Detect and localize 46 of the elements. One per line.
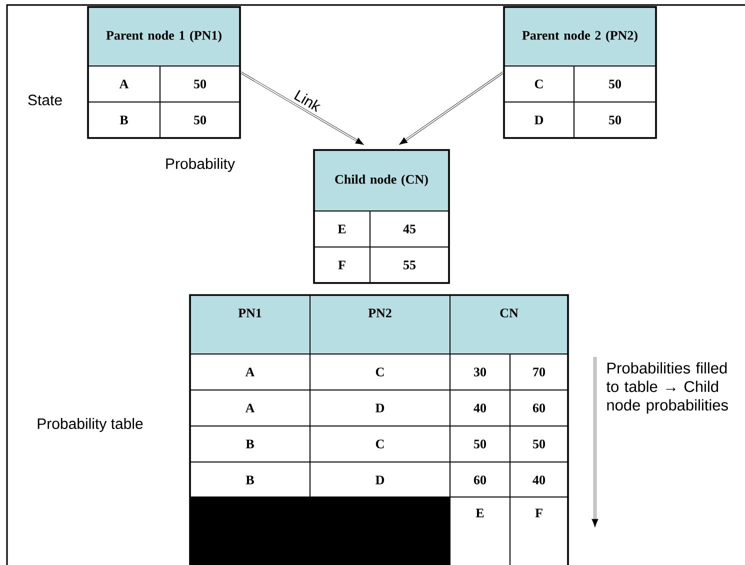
probability-value: 40 (532, 476, 545, 484)
caption-text: Probability table (38, 418, 143, 432)
node-heading: Parent node 1 (PN1) (106, 30, 222, 42)
state-letter: A (119, 80, 129, 88)
state-letter: A (245, 404, 255, 412)
probability-value: 50 (609, 116, 621, 124)
state-letter: F (338, 260, 346, 270)
probability-value: 50 (194, 116, 206, 124)
state-letter: E (338, 224, 346, 234)
state-letter: E (476, 508, 484, 518)
node-heading: Parent node 2 (PN2) (522, 30, 638, 42)
caption-text: Probability (166, 158, 235, 172)
probability-value: 45 (403, 224, 416, 234)
probability-value: 55 (404, 260, 416, 270)
state-letter: B (246, 440, 254, 448)
arrow (240, 72, 364, 145)
state-letter: D (376, 476, 384, 484)
column-heading: PN2 (368, 308, 392, 318)
node-heading: Child node (CN) (335, 174, 428, 186)
node-table (503, 6, 657, 139)
probability-value: 60 (474, 476, 486, 484)
note-text: Probabilities filled to table → Child node probabilities (606, 362, 728, 414)
state-letter: A (245, 368, 255, 376)
column-heading: CN (500, 308, 518, 318)
probability-value: 50 (194, 80, 206, 88)
state-letter: B (120, 116, 128, 124)
state-letter: B (246, 476, 254, 484)
column-heading: PN1 (238, 308, 262, 318)
state-letter: F (535, 508, 542, 518)
probability-value: 50 (474, 440, 486, 448)
probability-value: 40 (474, 404, 486, 412)
arrow (398, 72, 504, 145)
node-table (313, 149, 450, 284)
edge-label: Link (292, 87, 324, 114)
state-letter: C (376, 368, 384, 376)
node-table (87, 6, 241, 139)
probability-value: 30 (474, 368, 486, 376)
probability-value: 70 (533, 368, 545, 376)
state-letter: C (534, 80, 543, 88)
probability-value: 60 (532, 404, 545, 412)
probability-value: 50 (609, 80, 621, 88)
state-letter: D (534, 116, 544, 124)
state-letter: C (376, 440, 384, 448)
state-letter: D (376, 404, 384, 412)
probability-value: 50 (533, 440, 545, 448)
caption-text: State (28, 94, 62, 106)
